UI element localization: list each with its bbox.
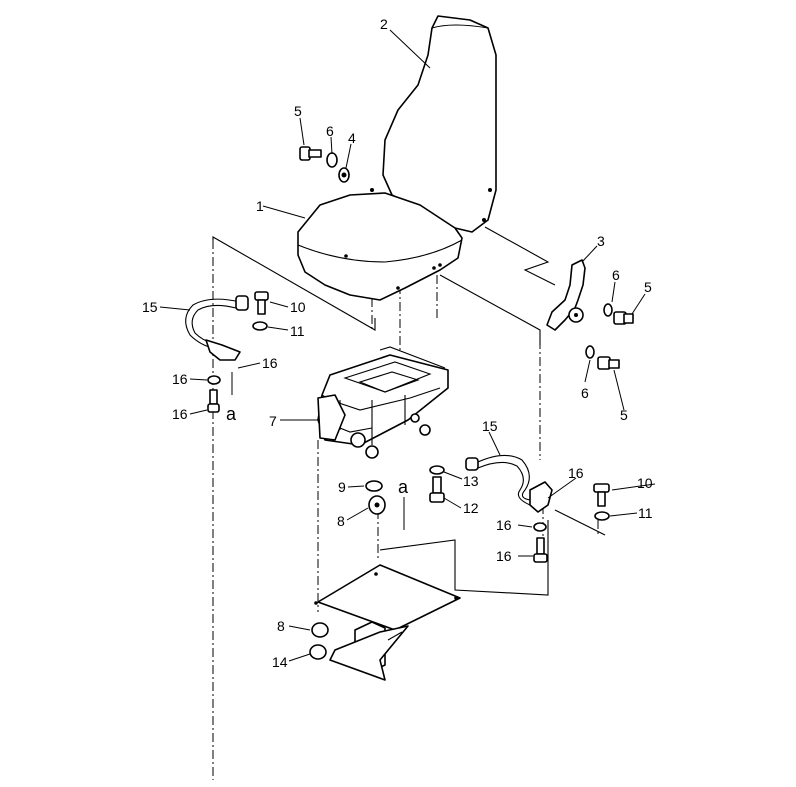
reference-lines xyxy=(212,226,606,596)
right-bolt-16 xyxy=(533,537,548,563)
callout-11-left: 11 xyxy=(290,323,305,339)
callout-5-right: 5 xyxy=(644,279,652,295)
callout-16-right-clamp: 16 xyxy=(568,465,584,481)
callout-6-lower: 6 xyxy=(581,385,589,401)
nut-8-upper xyxy=(368,495,386,515)
upper-bolt-set xyxy=(299,146,350,183)
callout-16-right-bolt: 16 xyxy=(496,548,512,564)
nut-14 xyxy=(309,644,327,660)
left-washer-16 xyxy=(207,375,221,385)
floor-mounting-plate xyxy=(314,564,461,681)
callout-2: 2 xyxy=(380,16,388,32)
leader-lines xyxy=(159,29,656,662)
reference-letter-a-left: a xyxy=(226,404,237,424)
nut-8-lower xyxy=(311,622,329,638)
callout-14: 14 xyxy=(272,654,288,670)
left-bolt-10 xyxy=(254,291,269,315)
seat-cushion xyxy=(297,188,463,301)
callout-15-right: 15 xyxy=(482,418,498,434)
callout-1: 1 xyxy=(256,198,264,214)
seat-back-bracket xyxy=(546,259,586,331)
callout-3: 3 xyxy=(597,233,605,249)
callout-4: 4 xyxy=(348,130,356,146)
washer-9 xyxy=(365,480,383,492)
right-washer-16 xyxy=(533,522,547,532)
left-wire-harness xyxy=(185,295,249,361)
seat-slide-frame xyxy=(317,346,449,459)
right-bolt-set-lower xyxy=(585,345,620,370)
callout-6-right: 6 xyxy=(612,267,620,283)
reference-letter-a-center: a xyxy=(398,477,409,497)
callout-16-left-washer: 16 xyxy=(172,371,188,387)
right-wire-harness xyxy=(465,454,553,513)
right-bolt-set-upper xyxy=(603,303,634,325)
callout-15-left: 15 xyxy=(142,299,158,315)
right-bolt-10 xyxy=(593,483,610,507)
left-bolt-16 xyxy=(207,389,220,413)
bolt-12 xyxy=(429,476,445,503)
right-washer-11 xyxy=(594,511,610,521)
callout-5-upper: 5 xyxy=(294,103,302,119)
callout-8-lower: 8 xyxy=(277,618,285,634)
callout-13: 13 xyxy=(463,473,479,489)
callout-5-lower: 5 xyxy=(620,407,628,423)
washer-13 xyxy=(429,465,445,475)
assembly-phantom-lines xyxy=(212,230,599,780)
callout-8-upper: 8 xyxy=(337,513,345,529)
callout-11-right: 11 xyxy=(638,505,653,521)
left-washer-11 xyxy=(252,321,268,331)
callout-10-right: 10 xyxy=(637,475,653,491)
callout-10-left: 10 xyxy=(290,299,306,315)
callout-16-left-bolt: 16 xyxy=(172,406,188,422)
callout-16-right-washer: 16 xyxy=(496,517,512,533)
callout-12: 12 xyxy=(463,500,479,516)
callout-16-left-side: 16 xyxy=(262,355,278,371)
callout-6-upper: 6 xyxy=(326,123,334,139)
callout-9: 9 xyxy=(338,479,346,495)
callout-7: 7 xyxy=(269,413,277,429)
